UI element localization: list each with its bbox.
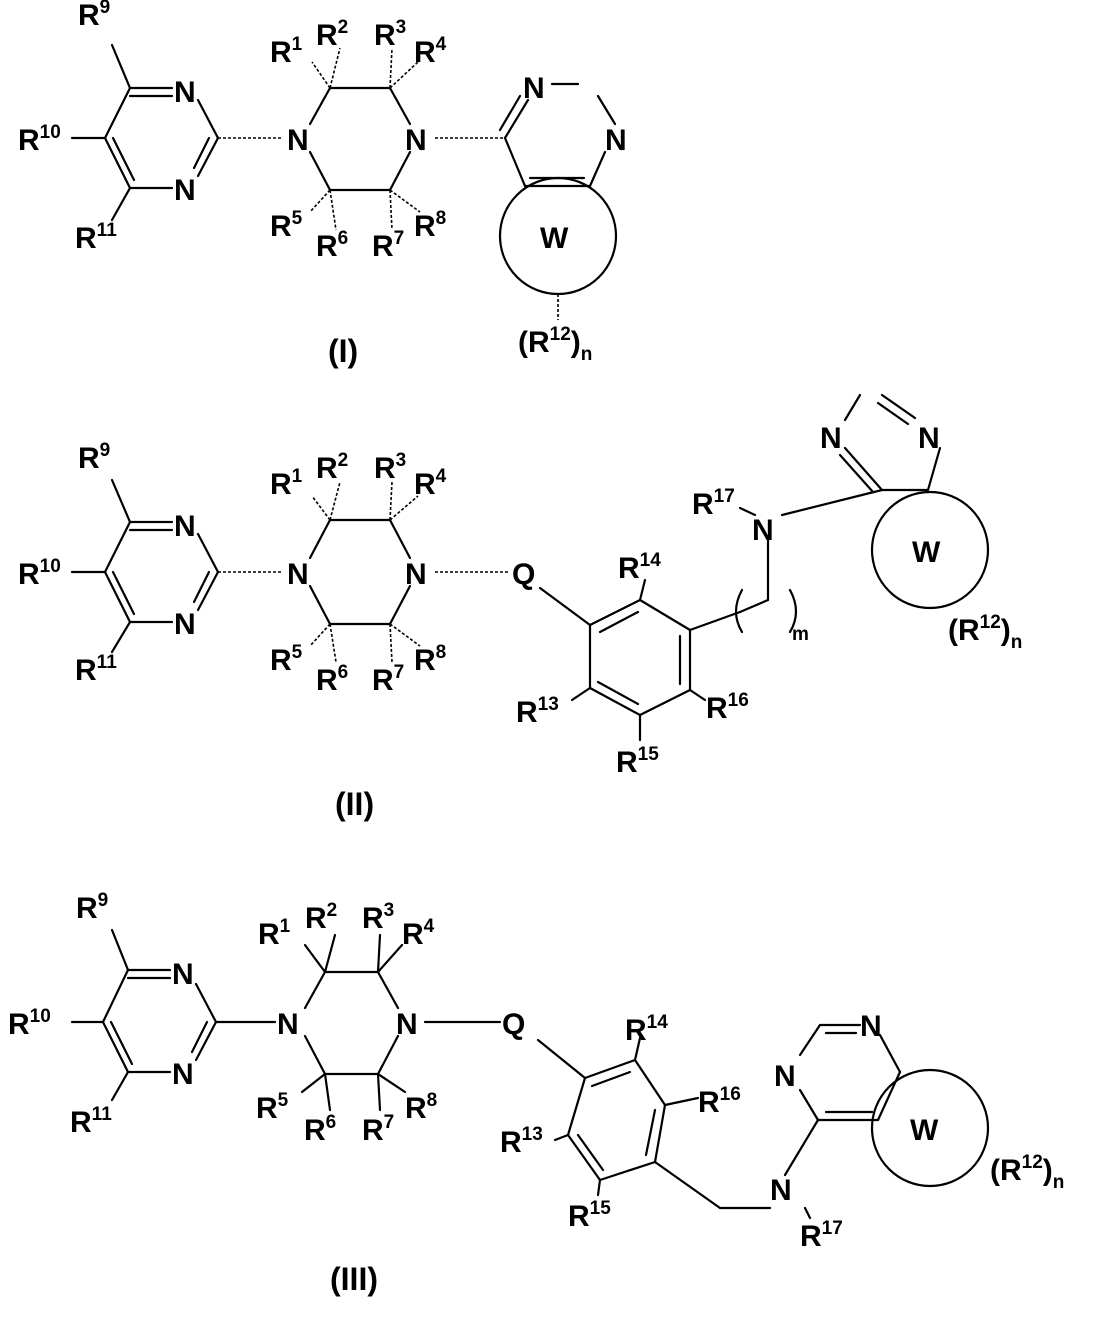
fused-ring-n1: N: [523, 72, 545, 105]
r12-label: (R12)n: [948, 612, 1022, 653]
pyrimidine-n1: N: [174, 76, 196, 109]
r2-label: R2: [305, 900, 337, 935]
r10-label: R10: [18, 556, 61, 591]
piperazine-n1: N: [287, 558, 309, 591]
fused-ring-n2: N: [860, 1010, 882, 1043]
r9-label: R9: [76, 890, 108, 925]
r14-label: R14: [625, 1012, 668, 1047]
w-ring-label: W: [540, 222, 569, 255]
r4-label: R4: [414, 34, 447, 69]
fused-pyrimidine-ring: [785, 1025, 988, 1218]
fused-pyrimidine-ring: [740, 395, 988, 608]
benzene-ring: [540, 540, 796, 740]
r1-label: R1: [270, 34, 303, 69]
r4-label: R4: [402, 916, 435, 951]
r14-label: R14: [618, 550, 661, 585]
pyrimidine-n1: N: [172, 958, 194, 991]
fused-ring-n2: N: [605, 124, 627, 157]
r16-label: R16: [706, 690, 749, 725]
pyrimidine-n2: N: [172, 1058, 194, 1091]
piperazine-n1: N: [277, 1008, 299, 1041]
r5-label: R5: [270, 642, 303, 677]
r11-label: R11: [70, 1104, 112, 1139]
piperazine-n2: N: [405, 124, 427, 157]
r16-label: R16: [698, 1084, 741, 1119]
formula-I: R9 R10 R11 N N N N R1 R2 R3 R4 R5 R6 R7 …: [18, 0, 627, 369]
r6-label: R6: [316, 228, 348, 263]
r15-label: R15: [568, 1198, 611, 1233]
formula-label: (II): [335, 786, 374, 822]
r3-label: R3: [362, 900, 394, 935]
pyrimidine-n2: N: [174, 608, 196, 641]
pyrimidine-n1: N: [174, 510, 196, 543]
formula-II: R9 R10 R11 N N N N R1 R2 R3 R4 R5 R6 R7 …: [18, 395, 1022, 822]
r17-label: R17: [692, 486, 735, 521]
pyrimidine-n2: N: [174, 174, 196, 207]
r12-label: (R12)n: [990, 1152, 1064, 1193]
formula-label: (I): [328, 333, 358, 369]
formula-III: R9 R10 R11 N N N N R1 R2 R3 R4 R5 R6 R7 …: [8, 890, 1064, 1297]
r7-label: R7: [362, 1112, 394, 1147]
r11-label: R11: [75, 652, 117, 687]
benzene-ring: [538, 1038, 770, 1208]
r4-label: R4: [414, 466, 447, 501]
r2-label: R2: [316, 450, 348, 485]
piperazine-n1: N: [287, 124, 309, 157]
q-linker-label: Q: [512, 558, 535, 591]
r8-label: R8: [414, 208, 446, 243]
r13-label: R13: [500, 1124, 543, 1159]
r9-label: R9: [78, 0, 110, 32]
r3-label: R3: [374, 450, 406, 485]
amine-n: N: [752, 514, 774, 547]
r10-label: R10: [18, 122, 61, 157]
formula-label: (III): [330, 1261, 378, 1297]
w-ring-label: W: [912, 536, 941, 569]
r9-label: R9: [78, 440, 110, 475]
r5-label: R5: [270, 208, 303, 243]
piperazine-n2: N: [405, 558, 427, 591]
fused-ring-n2: N: [918, 422, 940, 455]
amine-n: N: [770, 1174, 792, 1207]
r2-label: R2: [316, 17, 348, 52]
fused-ring-n1: N: [774, 1060, 796, 1093]
r5-label: R5: [256, 1090, 289, 1125]
r8-label: R8: [405, 1090, 437, 1125]
chain-length-subscript: m: [792, 624, 809, 645]
r1-label: R1: [258, 916, 291, 951]
r15-label: R15: [616, 744, 659, 779]
r6-label: R6: [316, 662, 348, 697]
fused-pyrimidine-ring: [500, 84, 616, 320]
r13-label: R13: [516, 694, 559, 729]
r7-label: R7: [372, 662, 404, 697]
r8-label: R8: [414, 642, 446, 677]
r1-label: R1: [270, 466, 303, 501]
q-linker-label: Q: [502, 1008, 525, 1041]
r10-label: R10: [8, 1006, 51, 1041]
r6-label: R6: [304, 1112, 336, 1147]
r3-label: R3: [374, 17, 406, 52]
r17-label: R17: [800, 1218, 843, 1253]
piperazine-n2: N: [396, 1008, 418, 1041]
fused-ring-n1: N: [820, 422, 842, 455]
w-ring-label: W: [910, 1114, 939, 1147]
r11-label: R11: [75, 220, 117, 255]
r7-label: R7: [372, 228, 404, 263]
r12-label: (R12)n: [518, 324, 592, 365]
